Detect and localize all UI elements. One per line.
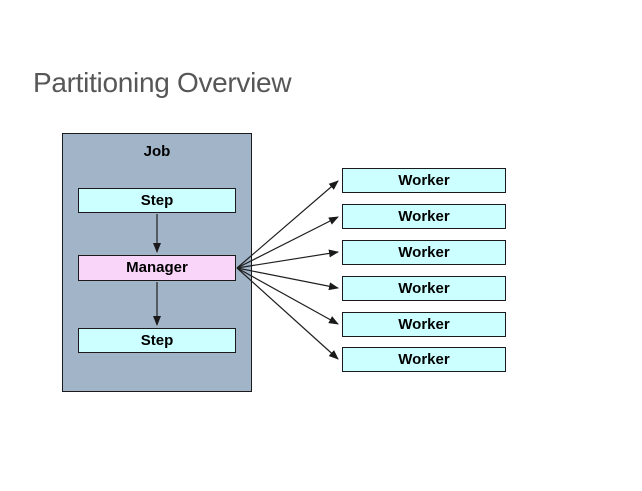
arrow-manager-to-worker-3	[236, 249, 339, 269]
job-group-box: Job Step Manager Step	[62, 133, 252, 392]
arrow-manager-to-worker-6	[236, 267, 339, 360]
manager-node: Manager	[78, 255, 236, 281]
worker-node-5: Worker	[342, 312, 506, 337]
step-node-bottom: Step	[78, 328, 236, 353]
job-label: Job	[143, 143, 171, 160]
worker-node-3: Worker	[342, 240, 506, 265]
worker-node-1: Worker	[342, 168, 506, 193]
arrow-manager-to-worker-5	[236, 267, 339, 325]
worker-node-4: Worker	[342, 276, 506, 301]
arrow-manager-to-worker-4	[236, 267, 339, 291]
arrow-manager-to-worker-2	[236, 216, 339, 269]
worker-node-2: Worker	[342, 204, 506, 229]
arrow-manager-to-worker-1	[236, 180, 339, 269]
worker-node-6: Worker	[342, 347, 506, 372]
step-node-top: Step	[78, 188, 236, 213]
page-title: Partitioning Overview	[33, 67, 292, 98]
